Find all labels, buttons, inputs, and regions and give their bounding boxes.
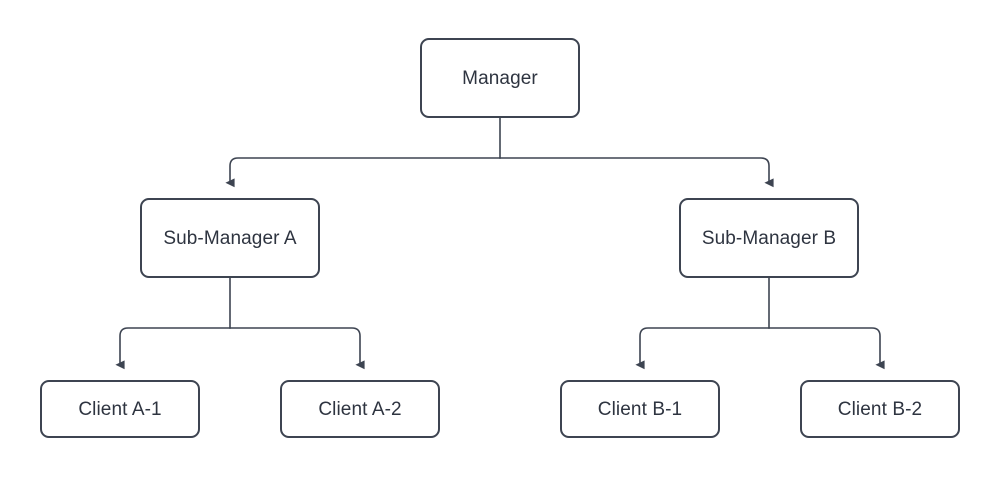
node-client-b-2[interactable]: Client B-2 — [800, 380, 960, 438]
edge-sub-b-client-b2 — [769, 327, 885, 370]
node-client-b-1-label: Client B-1 — [597, 398, 683, 420]
node-sub-manager-b-label: Sub-Manager B — [701, 227, 837, 249]
node-client-a-1-label: Client A-1 — [78, 398, 162, 420]
node-client-a-2-label: Client A-2 — [318, 398, 402, 420]
edge-manager-sub-a — [225, 157, 500, 188]
node-sub-manager-a[interactable]: Sub-Manager A — [140, 198, 320, 278]
node-client-a-1[interactable]: Client A-1 — [40, 380, 200, 438]
edge-sub-a-client-a2 — [230, 327, 365, 370]
node-client-b-2-label: Client B-2 — [837, 398, 923, 420]
edge-sub-b-client-b1 — [635, 327, 769, 370]
node-manager[interactable]: Manager — [420, 38, 580, 118]
node-manager-label: Manager — [462, 67, 538, 89]
node-client-b-1[interactable]: Client B-1 — [560, 380, 720, 438]
node-sub-manager-b[interactable]: Sub-Manager B — [679, 198, 859, 278]
edge-sub-a-client-a1 — [115, 327, 230, 370]
node-sub-manager-a-label: Sub-Manager A — [163, 227, 297, 249]
node-client-a-2[interactable]: Client A-2 — [280, 380, 440, 438]
edge-manager-sub-b — [500, 157, 774, 188]
